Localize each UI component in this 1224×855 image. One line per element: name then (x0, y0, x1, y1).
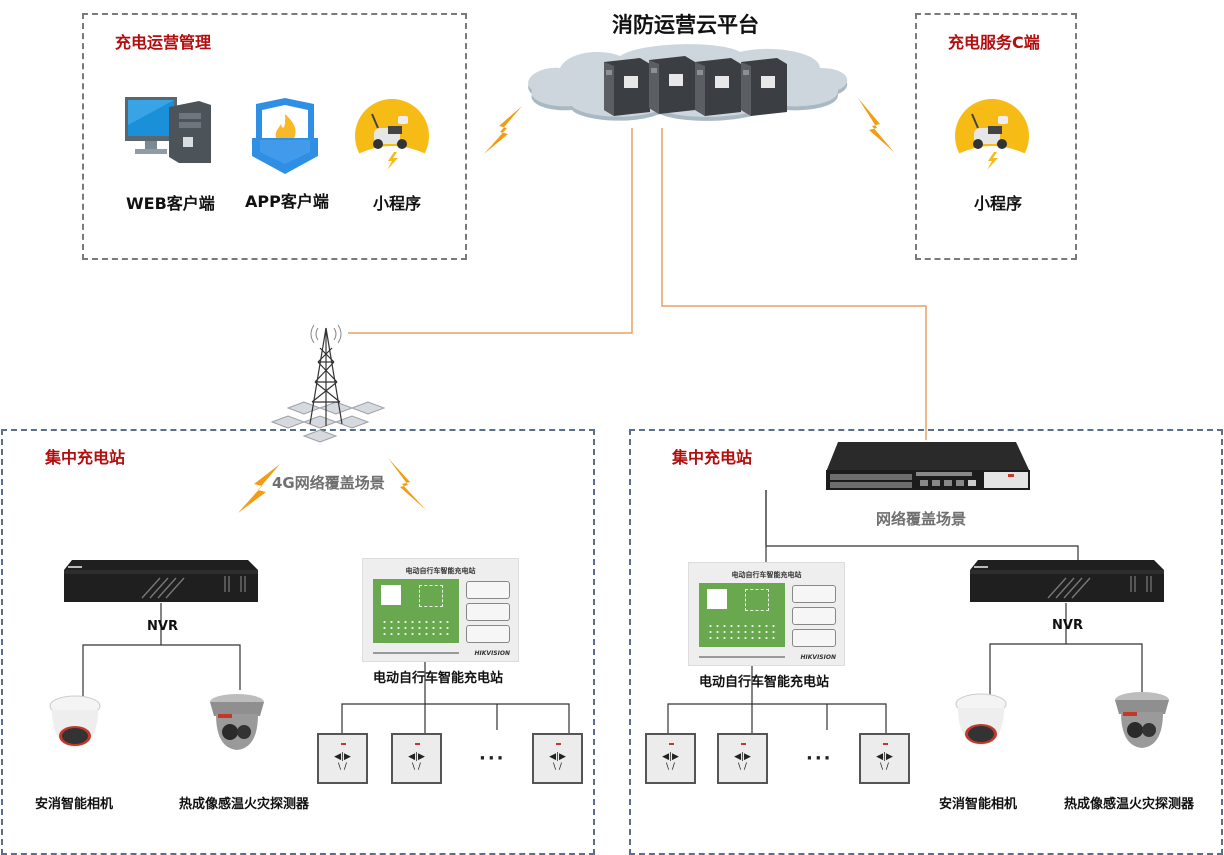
panel-green-area (699, 583, 785, 647)
scooter-mini-program-icon (955, 99, 1029, 174)
network-coverage-label: 网络覆盖场景 (876, 510, 967, 528)
section-title: 充电服务C端 (948, 33, 1040, 52)
smart-charger-panel: 电动自行车智能充电站 HIKVISION (688, 562, 845, 666)
server-icon (695, 58, 741, 116)
section-title: 集中充电站 (45, 448, 126, 467)
section-title: 集中充电站 (672, 448, 753, 467)
power-socket: ◀|▶\ / (532, 733, 583, 784)
step-icon (466, 603, 510, 621)
brand-logo: HIKVISION (800, 654, 836, 661)
charger-label: 电动自行车智能充电站 (699, 675, 830, 690)
nvr-device-icon (64, 560, 258, 602)
scooter-mini-program-icon (355, 99, 429, 174)
app-client-label: APP客户端 (245, 192, 329, 211)
cloud-server-cluster-icon (528, 44, 848, 121)
nfc-card-icon (745, 589, 769, 611)
dome-camera-icon (955, 693, 1007, 746)
power-socket: ◀|▶\ / (391, 733, 442, 784)
server-icon (741, 58, 787, 116)
thermal-turret-camera-icon (210, 694, 264, 750)
mini-program-label: 小程序 (373, 194, 422, 213)
camera-label: 安消智能相机 (939, 797, 1018, 812)
step-icon (466, 625, 510, 643)
desktop-computer-icon (125, 97, 211, 163)
camera-label: 安消智能相机 (35, 797, 114, 812)
nvr-label: NVR (147, 619, 178, 634)
server-icon (604, 58, 650, 116)
thermal-turret-camera-icon (1115, 692, 1169, 748)
charging-station-left-box (1, 429, 595, 855)
step-icon (792, 585, 836, 603)
server-icon (649, 56, 695, 114)
lightning-icon (484, 106, 522, 154)
step-icon (792, 607, 836, 625)
more-sockets-ellipsis: ··· (806, 748, 833, 769)
fire-shield-app-icon (252, 98, 318, 174)
step-icon (466, 581, 510, 599)
network-switch-icon (826, 442, 1030, 490)
link-cloud-switch (661, 128, 927, 440)
4g-coverage-label: 4G网络覆盖场景 (272, 474, 385, 492)
cell-tower-icon (270, 324, 386, 443)
panel-title: 电动自行车智能充电站 (731, 571, 802, 579)
power-socket: ◀|▶\ / (859, 733, 910, 784)
power-socket: ◀|▶\ / (317, 733, 368, 784)
power-socket: ◀|▶\ / (717, 733, 768, 784)
qr-code-icon (381, 585, 401, 605)
more-sockets-ellipsis: ··· (479, 748, 506, 769)
platform-title: 消防运营云平台 (612, 13, 759, 37)
operations-management-box (82, 13, 467, 260)
socket-indicator-grid (381, 619, 451, 639)
camera-label: 热成像感温火灾探测器 (1064, 797, 1195, 812)
smart-charger-panel: 电动自行车智能充电站 HIKVISION (362, 558, 519, 662)
nvr-label: NVR (1052, 618, 1083, 633)
web-client-label: WEB客户端 (126, 194, 215, 213)
consumer-service-box (915, 13, 1077, 260)
charger-label: 电动自行车智能充电站 (373, 671, 504, 686)
mini-program-label: 小程序 (974, 194, 1023, 213)
dome-camera-icon (49, 695, 101, 748)
socket-indicator-grid (707, 623, 777, 643)
power-socket: ◀|▶\ / (645, 733, 696, 784)
camera-label: 热成像感温火灾探测器 (179, 797, 310, 812)
nvr-device-icon (970, 560, 1164, 602)
panel-title: 电动自行车智能充电站 (405, 567, 476, 575)
panel-green-area (373, 579, 459, 643)
charging-station-right-box (629, 429, 1223, 855)
brand-logo: HIKVISION (474, 650, 510, 657)
step-icon (792, 629, 836, 647)
lightning-icon (858, 98, 894, 152)
nfc-card-icon (419, 585, 443, 607)
qr-code-icon (707, 589, 727, 609)
section-title: 充电运营管理 (115, 33, 212, 52)
